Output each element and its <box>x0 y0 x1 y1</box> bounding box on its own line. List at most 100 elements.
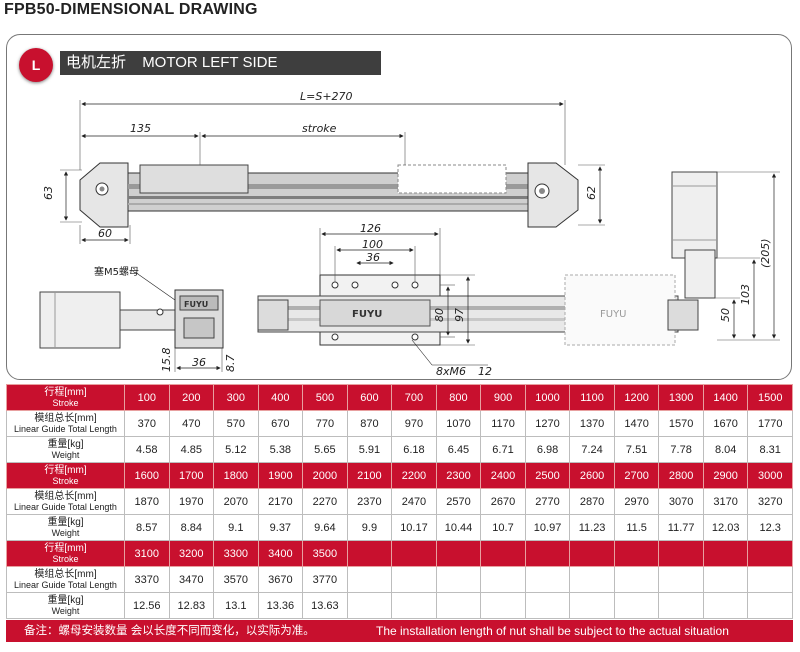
table-cell: 7.24 <box>569 436 615 463</box>
table-cell: 2400 <box>480 462 526 489</box>
table-cell: 5.12 <box>213 436 259 463</box>
dim-36-carriage: 36 <box>366 251 380 264</box>
dim-stroke: stroke <box>302 122 337 135</box>
table-cell: 1170 <box>480 410 526 437</box>
table-cell: 900 <box>480 384 526 411</box>
table-cell: 1270 <box>524 410 571 437</box>
table-cell: 6.18 <box>391 436 437 463</box>
table-cell <box>524 566 571 593</box>
table-cell <box>435 540 482 567</box>
table-cell: 670 <box>257 410 304 437</box>
table-cell: 9.64 <box>302 514 348 541</box>
dim-135: 135 <box>130 122 151 135</box>
table-cell: 2100 <box>346 462 393 489</box>
dim-8-7: 8.7 <box>224 355 237 373</box>
table-cell <box>524 592 571 619</box>
table-cell: 2470 <box>391 488 437 515</box>
table-cell: 1000 <box>524 384 571 411</box>
table-cell <box>569 540 615 567</box>
table-cell: 4.58 <box>124 436 170 463</box>
table-cell: 1700 <box>168 462 215 489</box>
table-cell: 970 <box>391 410 437 437</box>
table-cell: 2700 <box>613 462 660 489</box>
table-cell <box>747 540 793 567</box>
table-cell: 370 <box>124 410 170 437</box>
table-cell: 10.44 <box>435 514 482 541</box>
table-cell: 1470 <box>613 410 660 437</box>
label-cn: 重量[kg] <box>47 438 84 450</box>
table-cell <box>613 540 660 567</box>
table-cell: 500 <box>302 384 348 411</box>
table-cell <box>480 566 526 593</box>
table-cell: 1070 <box>435 410 482 437</box>
label-en: Weight <box>51 605 80 616</box>
table-cell: 800 <box>435 384 482 411</box>
table-cell: 3170 <box>702 488 749 515</box>
carriage-detail: FUYU FUYU <box>257 249 716 346</box>
label-cn: 模组总长[mm] <box>34 490 97 502</box>
label-en: Linear Guide Total Length <box>14 423 117 434</box>
table-cell: 3670 <box>257 566 304 593</box>
top-view-actuator <box>79 162 718 259</box>
label-cn: 行程[mm] <box>44 386 87 398</box>
table-cell: 3270 <box>747 488 793 515</box>
label-cn: 重量[kg] <box>47 516 84 528</box>
table-cell <box>391 540 437 567</box>
table-cell: 700 <box>391 384 437 411</box>
table-cell: 6.45 <box>435 436 482 463</box>
table-cell: 12.83 <box>168 592 215 619</box>
table-cell <box>346 540 393 567</box>
label-en: Stroke <box>52 397 79 408</box>
table-cell: 3470 <box>168 566 215 593</box>
table-cell <box>480 592 526 619</box>
table-cell: 470 <box>168 410 215 437</box>
table-cell: 3000 <box>747 462 793 489</box>
table-cell: 1900 <box>257 462 304 489</box>
table-cell <box>435 592 482 619</box>
table-cell: 9.1 <box>213 514 259 541</box>
table-cell <box>346 566 393 593</box>
table-cell: 870 <box>346 410 393 437</box>
side-badge: L <box>19 48 53 82</box>
table-cell: 2500 <box>524 462 571 489</box>
label-en: Weight <box>51 449 80 460</box>
table-cell: 6.98 <box>524 436 571 463</box>
table-cell: 6.71 <box>480 436 526 463</box>
footer-note: 备注：螺母安装数量 会以长度不同而变化，以实际为准。 The installat… <box>6 620 793 642</box>
table-cell: 3200 <box>168 540 215 567</box>
table-cell <box>702 566 749 593</box>
table-cell: 8.84 <box>168 514 215 541</box>
table-cell: 9.9 <box>346 514 393 541</box>
dimensional-drawing: L=S+270 135 stroke 63 60 62 FUYU FUYU 1 <box>39 90 780 378</box>
table-cell: 2770 <box>524 488 571 515</box>
footer-note-cn: 备注：螺母安装数量 会以长度不同而变化，以实际为准。 <box>24 625 315 637</box>
table-cell <box>480 540 526 567</box>
table-cell: 1870 <box>124 488 170 515</box>
weight-row-label: 重量[kg]Weight <box>6 592 125 619</box>
table-cell: 11.77 <box>658 514 704 541</box>
table-cell: 7.51 <box>613 436 660 463</box>
table-cell: 2170 <box>257 488 304 515</box>
table-cell: 8.57 <box>124 514 170 541</box>
table-cell: 9.37 <box>257 514 304 541</box>
table-cell <box>346 592 393 619</box>
table-cell: 1570 <box>658 410 704 437</box>
table-cell <box>747 592 793 619</box>
note-plug-nut: 塞M5螺母 <box>94 265 139 278</box>
table-cell: 1200 <box>613 384 660 411</box>
label-en: Stroke <box>52 553 79 564</box>
length-row-label: 模组总长[mm]Linear Guide Total Length <box>6 488 125 515</box>
table-cell: 2570 <box>435 488 482 515</box>
table-cell: 1370 <box>569 410 615 437</box>
stroke-row-label: 行程[mm]Stroke <box>6 540 125 567</box>
dim-62: 62 <box>585 186 598 200</box>
table-cell <box>702 540 749 567</box>
table-cell: 7.78 <box>658 436 704 463</box>
label-cn: 行程[mm] <box>44 542 87 554</box>
table-cell <box>658 566 704 593</box>
